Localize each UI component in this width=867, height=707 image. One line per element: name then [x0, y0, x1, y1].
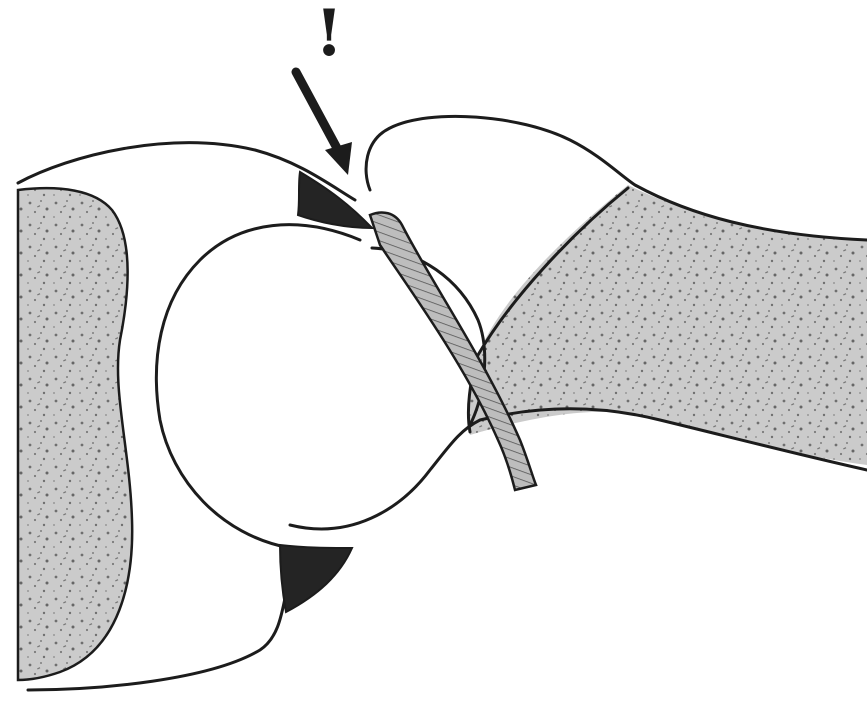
- upper-labrum: [298, 172, 372, 228]
- arrow-shaft: [296, 72, 338, 150]
- left-bone: [18, 188, 132, 680]
- socket-cartilage: [156, 225, 360, 548]
- exclamation-marker: !: [315, 2, 343, 66]
- lower-labrum: [280, 545, 352, 612]
- arrow-pointer-icon: [325, 142, 352, 175]
